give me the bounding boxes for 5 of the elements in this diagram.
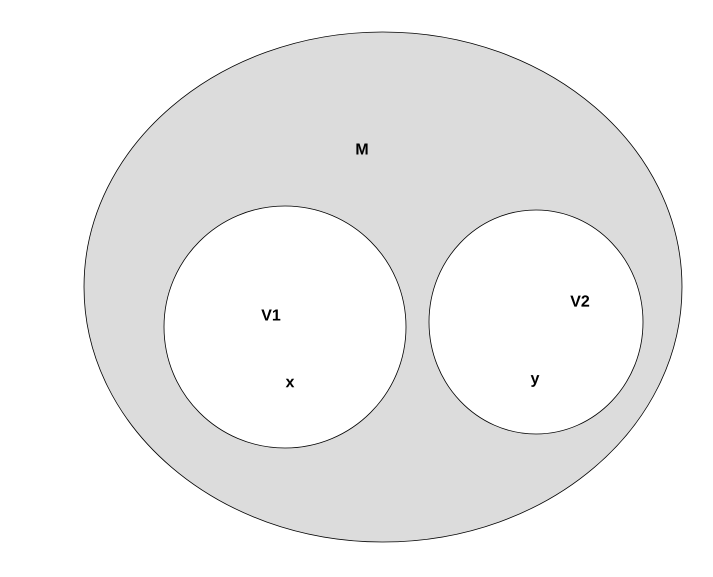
node-label: y <box>530 375 540 387</box>
node-label: x <box>286 378 294 388</box>
node-label: V2 <box>570 295 590 307</box>
node-label: M <box>356 143 368 154</box>
node-label: V1 <box>261 309 280 320</box>
